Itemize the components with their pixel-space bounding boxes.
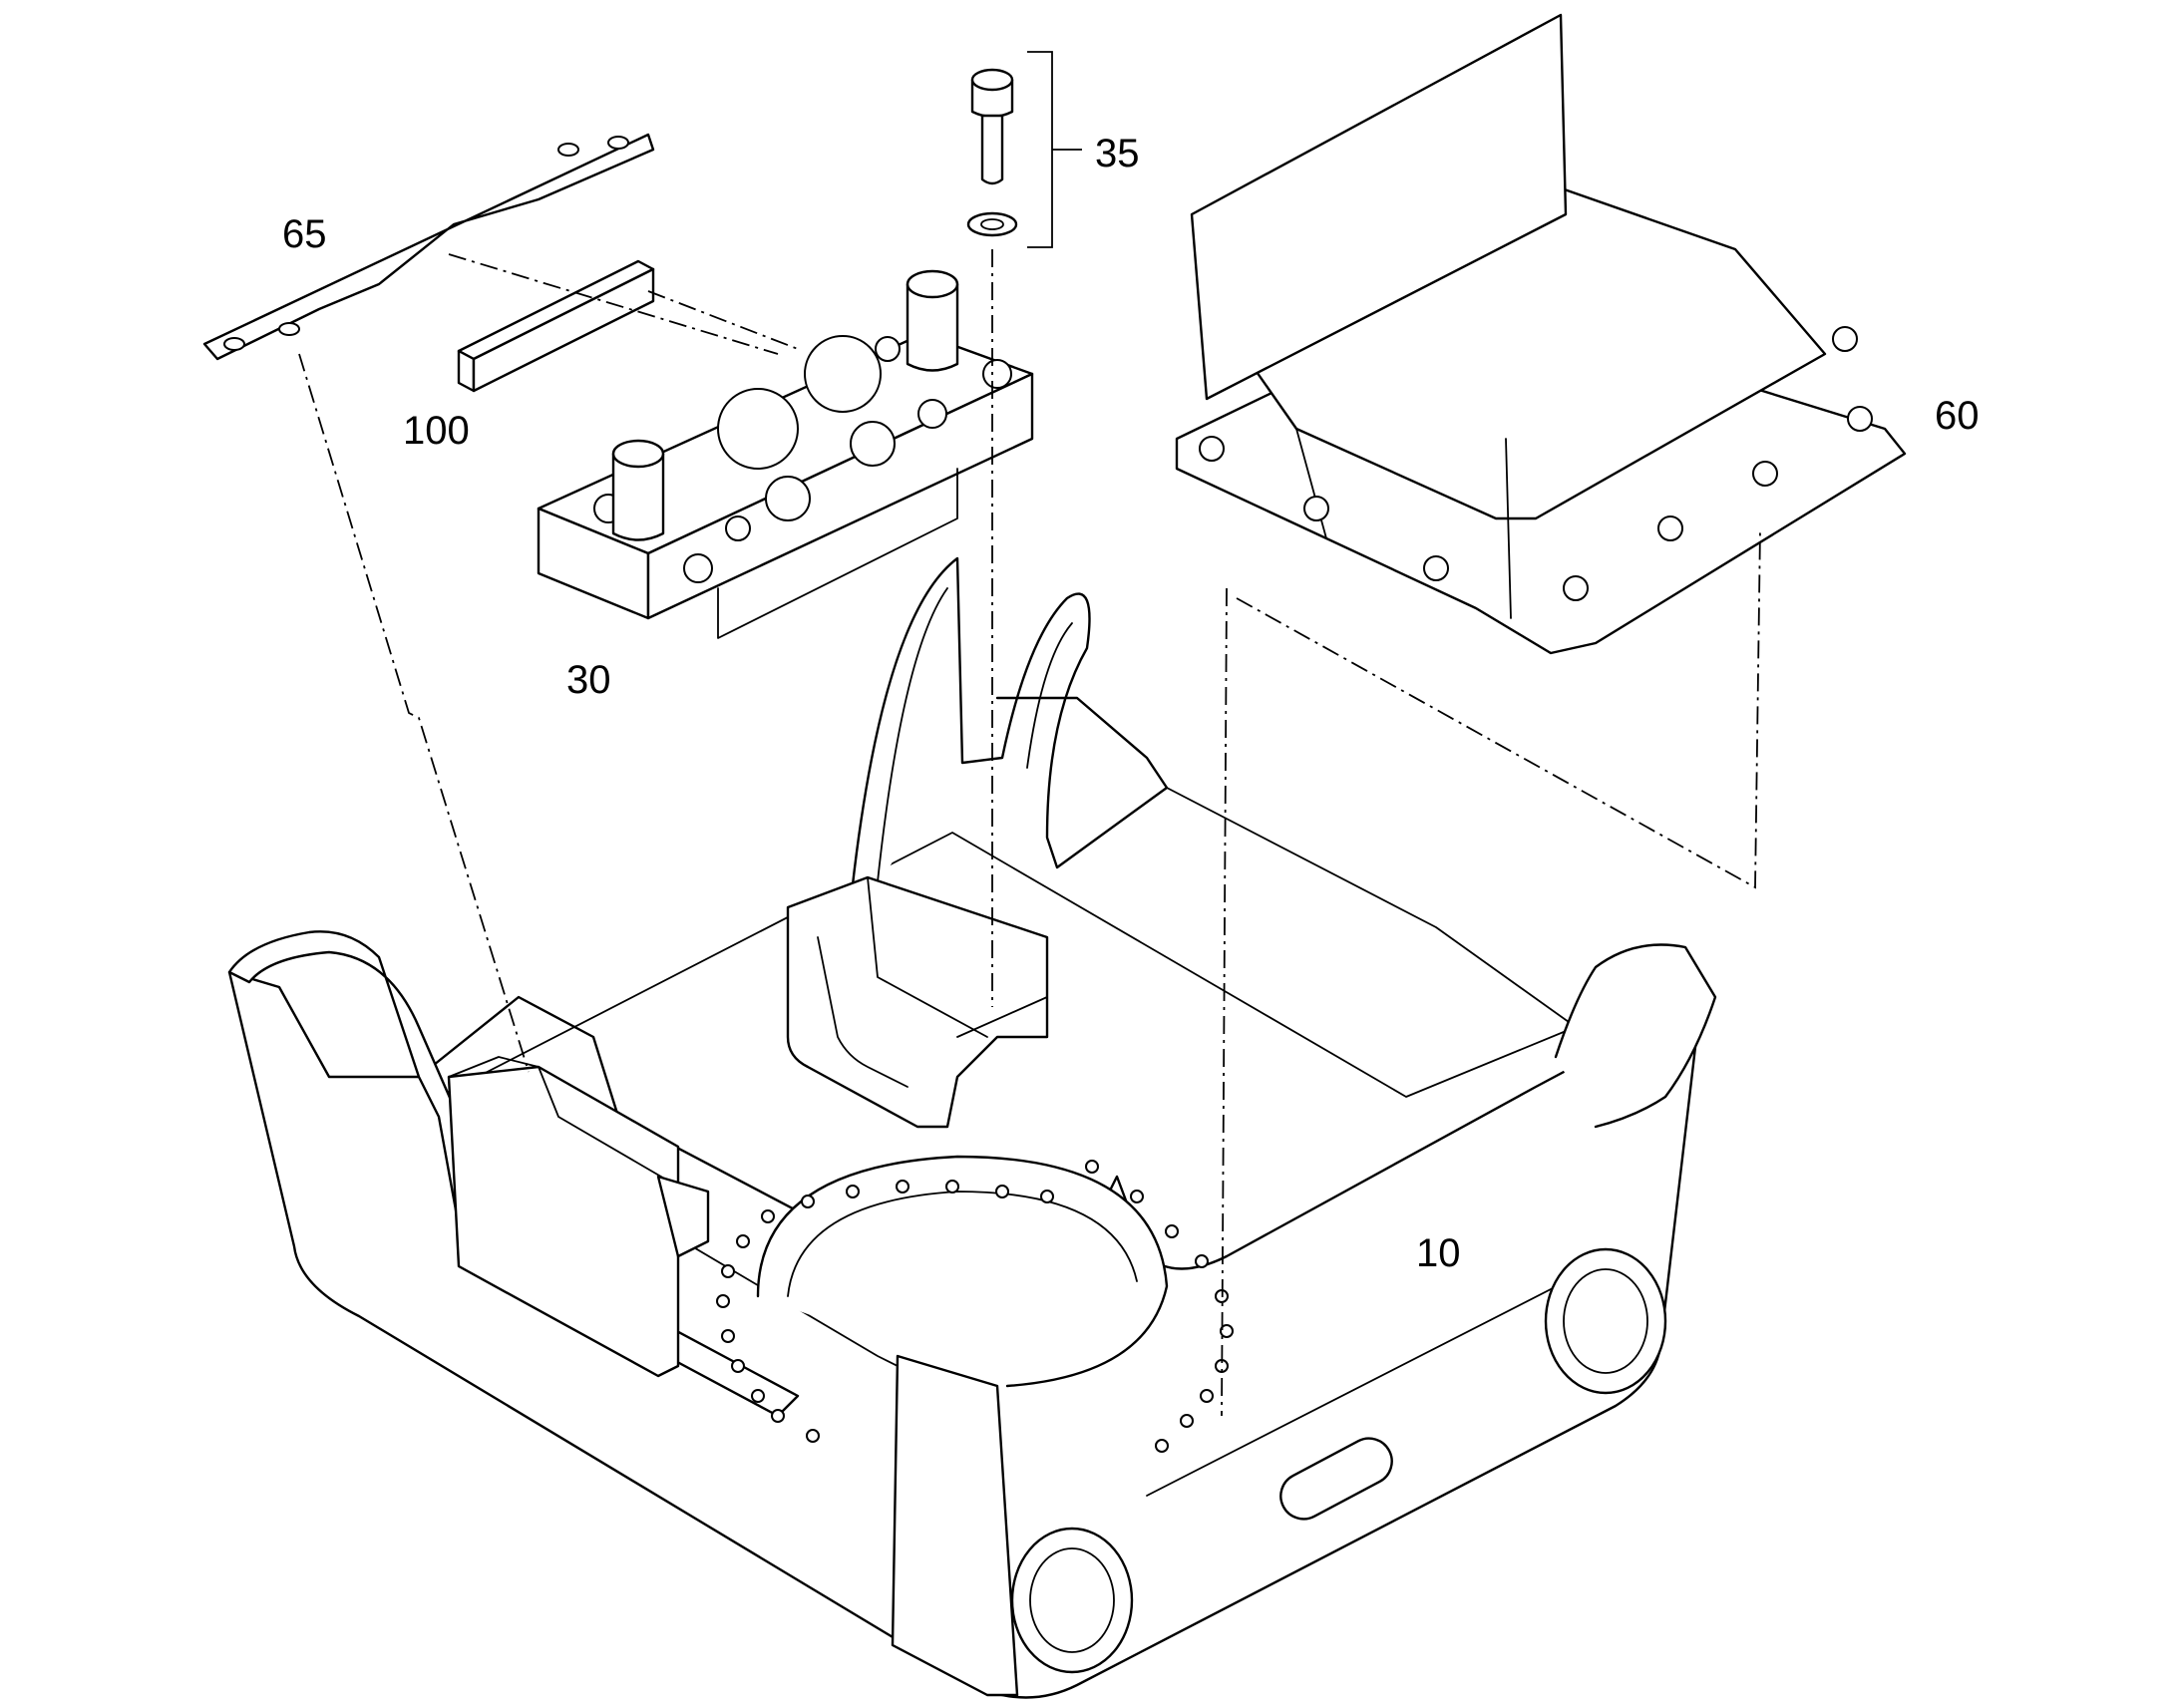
assembly-leader-lines (298, 249, 1761, 1417)
bolt-hole (1220, 1324, 1234, 1338)
frame-center-ring-inner (787, 1191, 1138, 1297)
bolt-hole (751, 1389, 765, 1403)
valve-block-port (765, 476, 811, 521)
bolt-hole (1200, 1389, 1214, 1403)
front-pin-bore (1029, 1547, 1115, 1653)
cover-bolt (1423, 555, 1449, 581)
frame-center-tower (846, 556, 1169, 934)
frame-tower-bracket-inner (817, 876, 1048, 1088)
strap-hole (557, 143, 579, 157)
valve-block-hole (982, 359, 1012, 389)
valve-block-hole (917, 399, 947, 429)
frame-pin-bosses (1010, 1247, 1667, 1674)
part-100-bar (457, 259, 655, 393)
cover-bolt (1199, 436, 1225, 462)
leader-65-to-frame (298, 353, 530, 1073)
cover-bolts (1199, 326, 1873, 601)
callout-35: 35 (1095, 132, 1140, 175)
cover-bolt (1657, 515, 1683, 541)
valve-block-port (804, 335, 882, 413)
valve-block-fitting-cap (906, 269, 959, 299)
frame-name-plate (1279, 1437, 1393, 1521)
callout-65: 65 (282, 212, 327, 256)
bolt-hole (1180, 1414, 1194, 1428)
valve-block-fitting (611, 452, 665, 541)
washer (966, 211, 1018, 237)
callout-30: 30 (566, 658, 611, 702)
callout-100: 100 (403, 409, 470, 453)
strap-plate (202, 133, 655, 361)
valve-block-side (646, 372, 1034, 620)
valve-block-hole (683, 553, 713, 583)
strap-hole (278, 322, 300, 336)
valve-block-port (717, 388, 799, 470)
leader-60-diagonal (1236, 527, 1761, 889)
strap-hole (607, 136, 629, 150)
bolt-hole (995, 1185, 1009, 1198)
cover-bolt (1563, 575, 1589, 601)
frame-left-pad (656, 1175, 710, 1258)
right-pin-bore (1563, 1268, 1648, 1374)
part-60-cover (1175, 13, 1907, 655)
frame-bolt-holes (716, 1160, 1234, 1453)
bolt-hole (716, 1294, 730, 1308)
frame-front-lug (891, 1354, 1019, 1697)
cover-bolt (1832, 326, 1858, 352)
callout-10: 10 (1416, 1231, 1461, 1275)
valve-block-port (850, 421, 896, 467)
leader-100-to-block (647, 290, 799, 350)
valve-block-hole (875, 336, 901, 362)
cover-bolt (1752, 461, 1778, 487)
screw-shank (980, 114, 1004, 185)
bolt-hole (846, 1185, 860, 1198)
valve-block-fitting (906, 282, 959, 372)
bolt-hole (1165, 1224, 1179, 1238)
bolt-hole (721, 1264, 735, 1278)
bolt-hole (771, 1409, 785, 1423)
part-35-screw-washer (966, 51, 1082, 248)
bolt-hole (896, 1180, 909, 1194)
leader-65-to-bar (448, 253, 779, 355)
bar-front (457, 349, 476, 393)
bolt-hole (1040, 1190, 1054, 1203)
name-plate (1279, 1437, 1393, 1521)
bolt-hole (1155, 1439, 1169, 1453)
bar-side (472, 267, 655, 393)
part-30-valve-block (537, 269, 1034, 639)
cover-back-plate (1190, 13, 1568, 401)
washer-hole (980, 218, 1004, 230)
bolt-hole (1085, 1160, 1099, 1174)
bolt-hole (1195, 1254, 1209, 1268)
bolt-hole (736, 1234, 750, 1248)
cover-bolt (1303, 496, 1329, 521)
bolt-hole (721, 1329, 735, 1343)
strap-hole (223, 337, 245, 351)
bolt-hole (801, 1195, 815, 1208)
bolt-hole (1130, 1190, 1144, 1203)
frame-left-wing-top (448, 1056, 679, 1188)
bolt-hole (806, 1429, 820, 1443)
bolt-hole (731, 1359, 745, 1373)
valve-block-hole (725, 515, 751, 541)
frame-tower-bracket (786, 875, 1049, 1129)
part-65-strap (202, 133, 655, 361)
valve-block-groove (717, 468, 958, 639)
part-10-frame (227, 556, 1717, 1699)
bolt-hole (761, 1209, 775, 1223)
cover-bolt (1847, 406, 1873, 432)
frame-center-tower-inner (872, 587, 1073, 933)
frame-right-wall (1554, 943, 1717, 1129)
screw-head-top (970, 68, 1014, 92)
leader-60-to-frame (1221, 587, 1228, 1417)
callout-60: 60 (1935, 394, 1980, 438)
callout-35-bracket (1027, 51, 1082, 248)
valve-block-fitting-cap (611, 439, 665, 469)
bolt-hole (945, 1180, 959, 1194)
